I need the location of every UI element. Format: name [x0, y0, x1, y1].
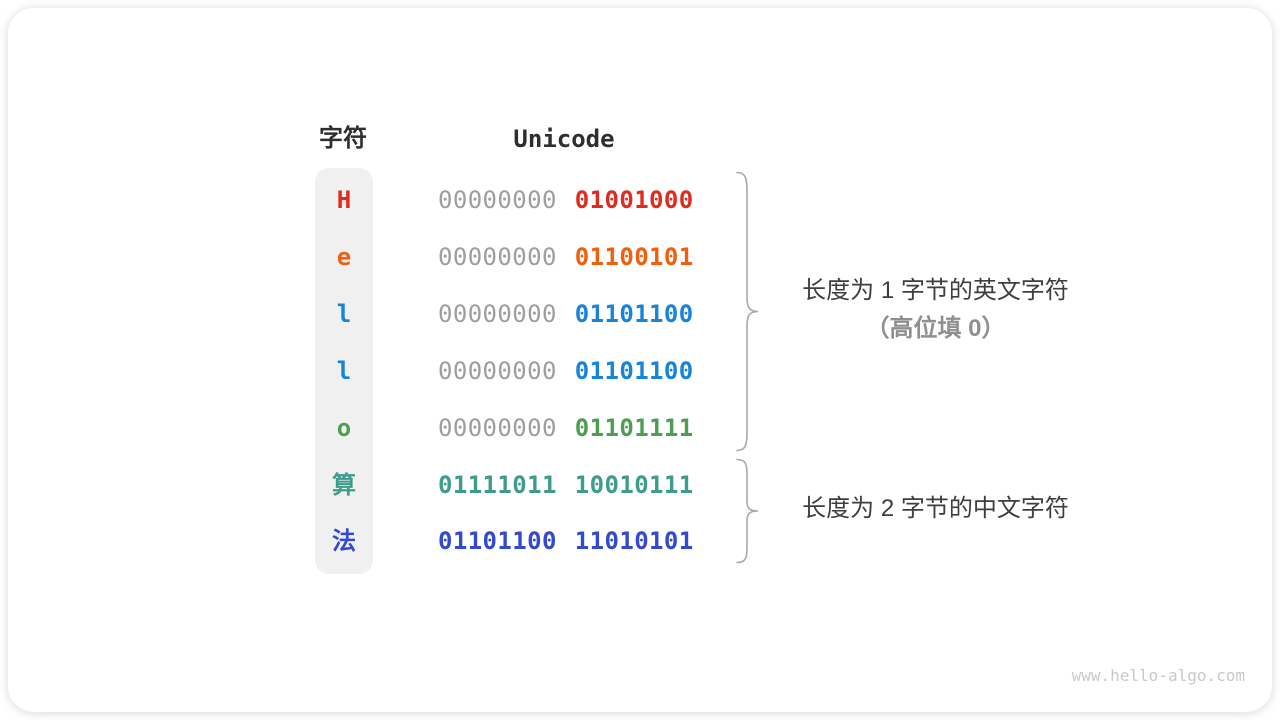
- brace-chinese-group: [735, 458, 761, 564]
- row-character: 法: [332, 527, 356, 555]
- column-header-char: 字符: [319, 125, 367, 152]
- row-binary: 00000000 01101111: [438, 412, 694, 444]
- table-row: H 00000000 01001000: [8, 184, 1272, 216]
- byte-low: 10010111: [574, 471, 694, 499]
- row-character: H: [336, 186, 352, 214]
- byte-high: 00000000: [438, 357, 557, 385]
- byte-high: 00000000: [438, 414, 557, 442]
- byte-low: 01101100: [574, 300, 694, 328]
- column-header-unicode: Unicode: [513, 125, 615, 153]
- table-row: o 00000000 01101111: [8, 412, 1272, 444]
- byte-low: 01001000: [574, 186, 694, 214]
- byte-low: 11010101: [574, 527, 694, 555]
- table-row: l 00000000 01101100: [8, 298, 1272, 330]
- character-column-background: [315, 168, 373, 574]
- row-binary: 00000000 01101100: [438, 298, 694, 330]
- row-character: 算: [332, 471, 356, 499]
- byte-high: 01101100: [438, 527, 557, 555]
- row-binary: 00000000 01100101: [438, 241, 694, 273]
- annotation-chinese-line1: 长度为 2 字节的中文字符: [802, 495, 1069, 522]
- annotation-english-line1: 长度为 1 字节的英文字符: [802, 277, 1069, 304]
- table-row: 算 01111011 10010111: [8, 469, 1272, 501]
- figure-card: 字符 Unicode H 00000000 01001000 e 00000000…: [8, 8, 1272, 712]
- table-row: 法 01101100 11010101: [8, 525, 1272, 557]
- table-row: e 00000000 01100101: [8, 241, 1272, 273]
- byte-low: 01101111: [574, 414, 694, 442]
- byte-low: 01100101: [574, 243, 694, 271]
- byte-high: 00000000: [438, 243, 557, 271]
- row-binary: 00000000 01001000: [438, 184, 694, 216]
- row-character: l: [336, 357, 352, 385]
- row-character: l: [336, 300, 352, 328]
- byte-high: 00000000: [438, 186, 557, 214]
- table-row: l 00000000 01101100: [8, 355, 1272, 387]
- brace-english-group: [735, 171, 761, 452]
- watermark-url: www.hello-algo.com: [1071, 666, 1245, 685]
- byte-high: 01111011: [438, 471, 557, 499]
- row-binary: 01101100 11010101: [438, 525, 694, 557]
- row-binary: 01111011 10010111: [438, 469, 694, 501]
- annotation-english-line2: （高位填 0）: [865, 315, 1006, 342]
- row-character: e: [336, 243, 352, 271]
- row-binary: 00000000 01101100: [438, 355, 694, 387]
- row-character: o: [336, 414, 352, 442]
- byte-high: 00000000: [438, 300, 557, 328]
- byte-low: 01101100: [574, 357, 694, 385]
